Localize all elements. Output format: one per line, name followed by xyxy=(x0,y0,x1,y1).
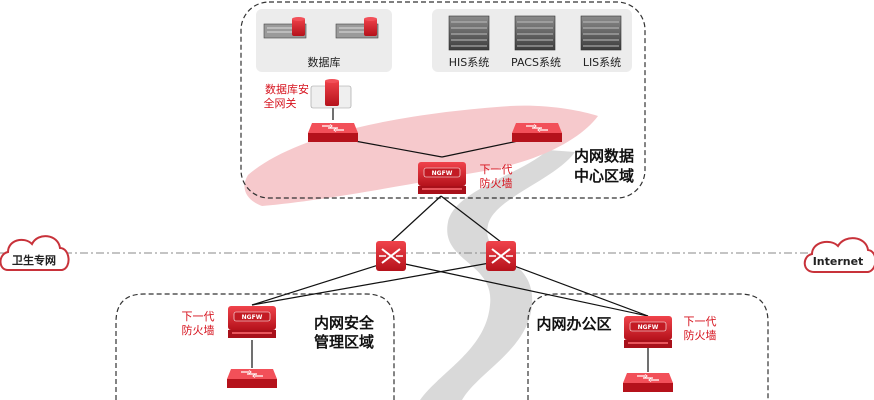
security-firewall-icon: NGFW xyxy=(227,305,277,339)
pacs-server-icon xyxy=(514,15,556,51)
security-firewall-label-line1: 下一代 xyxy=(182,310,215,323)
office-firewall-label-line1: 下一代 xyxy=(684,315,717,328)
db-security-gateway-icon xyxy=(310,79,352,109)
security-firewall-badge: NGFW xyxy=(242,314,263,321)
dc-firewall-badge: NGFW xyxy=(432,170,453,177)
gateway-label-line1: 数据库安 xyxy=(265,82,309,96)
his-server-icon xyxy=(448,15,490,51)
dc-firewall-label-line1: 下一代 xyxy=(480,163,513,176)
connection-lines xyxy=(251,108,649,372)
pink-band-decoration xyxy=(244,105,598,206)
core-router-right-icon xyxy=(485,240,517,272)
cloud-icon-right xyxy=(803,237,874,273)
office-firewall-icon: NGFW xyxy=(623,315,673,349)
zone-security-border xyxy=(115,293,395,400)
datacenter-zone-title-line2: 中心区域 xyxy=(574,167,634,185)
dc-firewall-icon: NGFW xyxy=(417,161,467,195)
office-switch-icon xyxy=(622,372,674,393)
database-label: 数据库 xyxy=(308,55,341,69)
dc-firewall-label-line2: 防火墙 xyxy=(480,176,513,190)
cloud-icon-left xyxy=(0,235,70,271)
zone-office-border xyxy=(527,293,769,400)
gray-river-decoration xyxy=(420,150,575,400)
datacenter-zone-title-line1: 内网数据 xyxy=(574,147,634,165)
dc-switch-left-icon xyxy=(307,122,359,143)
office-firewall-badge: NGFW xyxy=(638,324,659,331)
office-firewall-label-line2: 防火墙 xyxy=(684,328,717,342)
lis-label: LIS系统 xyxy=(583,56,621,69)
gateway-label-line2: 全网关 xyxy=(264,96,297,110)
dc-switch-right-icon xyxy=(511,122,563,143)
his-label: HIS系统 xyxy=(449,56,490,69)
security-switch-icon xyxy=(226,368,278,389)
core-router-left-icon xyxy=(375,240,407,272)
cloud-left-label: 卫生专网 xyxy=(12,253,56,267)
lis-server-icon xyxy=(580,15,622,51)
cloud-right-label: Internet xyxy=(813,255,864,268)
pacs-label: PACS系统 xyxy=(511,56,561,69)
office-zone-title: 内网办公区 xyxy=(536,315,611,333)
security-firewall-label-line2: 防火墙 xyxy=(182,323,215,337)
security-zone-title-line2: 管理区域 xyxy=(314,333,374,351)
security-zone-title-line1: 内网安全 xyxy=(314,314,375,332)
